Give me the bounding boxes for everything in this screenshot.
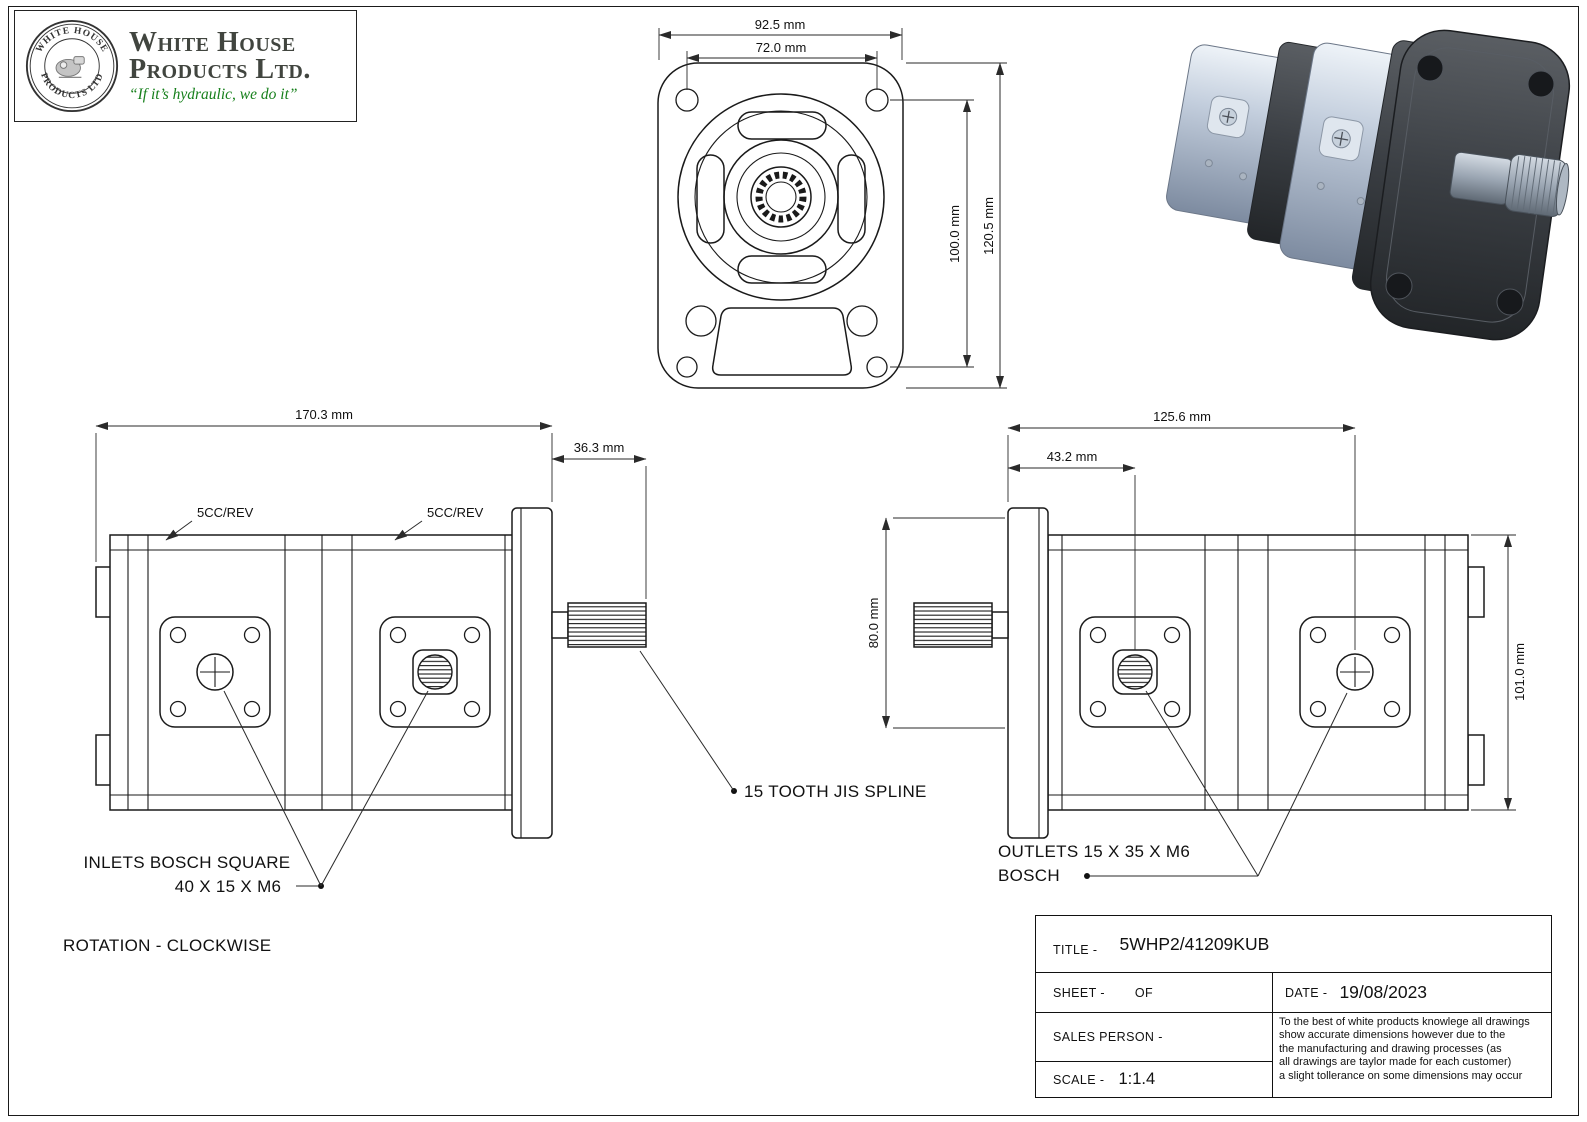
spline-label: 15 TOOTH JIS SPLINE — [639, 650, 927, 801]
side-view-right: 125.6 mm 43.2 mm 80.0 mm 101.0 mm OUTLET… — [866, 409, 1527, 885]
inlet-port-2 — [379, 616, 491, 728]
outlets-label-line1: OUTLETS 15 X 35 X M6 — [998, 842, 1190, 861]
disclaimer-line: show accurate dimensions however due to … — [1279, 1029, 1506, 1042]
front-view: 92.5 mm 72.0 mm 100.0 mm 120.5 mm — [657, 17, 1007, 389]
scale-label: SCALE - — [1053, 1072, 1105, 1087]
company-logo-box: WHITE HOUSE PRODUCTS LTD White House Pro… — [14, 10, 357, 122]
drive-shaft-spline-left — [567, 602, 647, 648]
sheet-date-row: SHEET - OF DATE - 19/08/2023 — [1036, 973, 1551, 1013]
sheet-label: SHEET - — [1053, 985, 1105, 1000]
shaft-shoulder-left — [551, 611, 569, 639]
pump-3d-render — [1166, 29, 1571, 341]
company-seal-logo: WHITE HOUSE PRODUCTS LTD — [25, 19, 119, 113]
date-value: 19/08/2023 — [1339, 982, 1428, 1002]
dim-left-height: 80.0 mm — [866, 598, 881, 649]
title-row: TITLE - 5WHP2/41209KUB — [1036, 916, 1551, 973]
title-value: 5WHP2/41209KUB — [1119, 933, 1270, 954]
inlet-port-1 — [159, 616, 271, 728]
sheet-cell: SHEET - OF — [1036, 973, 1273, 1012]
company-tagline: “If it’s hydraulic, we do it” — [129, 85, 298, 103]
front-bottom-boss — [711, 307, 853, 376]
dim-body-length: 170.3 mm — [295, 407, 353, 422]
sales-person-cell: SALES PERSON - — [1036, 1013, 1272, 1062]
title-label: TITLE - — [1053, 943, 1098, 957]
body-section-lines-left — [110, 535, 550, 810]
sales-scale-column: SALES PERSON - SCALE - 1:1.4 — [1036, 1013, 1273, 1097]
scale-cell: SCALE - 1:1.4 — [1036, 1062, 1272, 1097]
rear-port-boss-top-right — [1467, 566, 1485, 618]
mounting-flange-right-view — [1007, 507, 1049, 839]
sales-person-label: SALES PERSON - — [1053, 1030, 1163, 1044]
outlets-label-line2: BOSCH — [998, 866, 1060, 885]
drive-shaft-3d — [1449, 151, 1570, 217]
dim-front-outer-height: 120.5 mm — [981, 197, 996, 255]
date-cell: DATE - 19/08/2023 — [1273, 973, 1551, 1012]
sheet-value: OF — [1134, 985, 1154, 1000]
drive-shaft-spline-right — [913, 602, 993, 648]
front-port-holes — [685, 305, 878, 337]
rear-port-boss-bottom-right — [1467, 734, 1485, 786]
dim-front-bolt-height: 100.0 mm — [947, 205, 962, 263]
inlets-label-line2: 40 X 15 X M6 — [175, 877, 282, 896]
disclaimer-line: all drawings are taylor made for each cu… — [1279, 1056, 1512, 1069]
flange-bolt-holes-3d — [1385, 54, 1555, 316]
spline-label-text: 15 TOOTH JIS SPLINE — [744, 782, 927, 801]
inlets-label-line1: INLETS BOSCH SQUARE — [84, 853, 291, 872]
dim-front-bolt-width: 72.0 mm — [756, 40, 807, 55]
dim-flange-to-port2: 125.6 mm — [1153, 409, 1211, 424]
outlets-label: OUTLETS 15 X 35 X M6 BOSCH — [998, 690, 1348, 885]
side-view-left-dimensions: 170.3 mm 36.3 mm — [95, 407, 647, 599]
dim-shaft-length: 36.3 mm — [574, 440, 625, 455]
front-view-dimensions: 92.5 mm 72.0 mm 100.0 mm 120.5 mm — [658, 17, 1007, 389]
body-section-lines-right — [1048, 535, 1468, 810]
dim-front-outer-width: 92.5 mm — [755, 17, 806, 32]
mounting-flange-left-view — [511, 507, 553, 839]
title-block: TITLE - 5WHP2/41209KUB SHEET - OF DATE -… — [1035, 915, 1552, 1098]
disclaimer-line: a slight tollerance on some dimensions m… — [1279, 1069, 1523, 1082]
front-flange-plate — [657, 62, 904, 389]
displacement-label-1: 5CC/REV — [197, 505, 254, 520]
side-view-left: 170.3 mm 36.3 mm 5CC/REV 5CC/REV INLETS … — [63, 407, 927, 955]
displacement-labels: 5CC/REV 5CC/REV — [165, 505, 484, 541]
seal-center-graphic — [55, 56, 85, 78]
displacement-label-2: 5CC/REV — [427, 505, 484, 520]
disclaimer-text: To the best of white products knowlege a… — [1273, 1013, 1551, 1097]
dim-flange-to-port1: 43.2 mm — [1047, 449, 1098, 464]
front-shaft-spline — [755, 171, 807, 223]
shaft-shoulder-right — [991, 611, 1009, 639]
port-boss-rear-3d — [1316, 116, 1365, 206]
date-label: DATE - — [1285, 985, 1328, 1000]
disclaimer-line: the manufacturing and drawing processes … — [1279, 1042, 1502, 1055]
company-wordmark: White House Products Ltd. “If it’s hydra… — [129, 26, 311, 104]
disclaimer-line: To the best of white products knowlege a… — [1279, 1016, 1530, 1028]
side-view-right-dimensions: 125.6 mm 43.2 mm 80.0 mm 101.0 mm — [866, 409, 1527, 811]
sales-scale-row: SALES PERSON - SCALE - 1:1.4 To the best… — [1036, 1013, 1551, 1097]
front-bolt-holes — [675, 88, 889, 378]
inlets-label: INLETS BOSCH SQUARE 40 X 15 X M6 — [84, 690, 429, 896]
company-name: White House Products Ltd. — [129, 26, 311, 85]
scale-value: 1:1.4 — [1118, 1070, 1156, 1088]
port-boss-front-3d — [1204, 95, 1250, 181]
dim-body-height: 101.0 mm — [1512, 643, 1527, 701]
rotation-label: ROTATION - CLOCKWISE — [63, 936, 271, 955]
